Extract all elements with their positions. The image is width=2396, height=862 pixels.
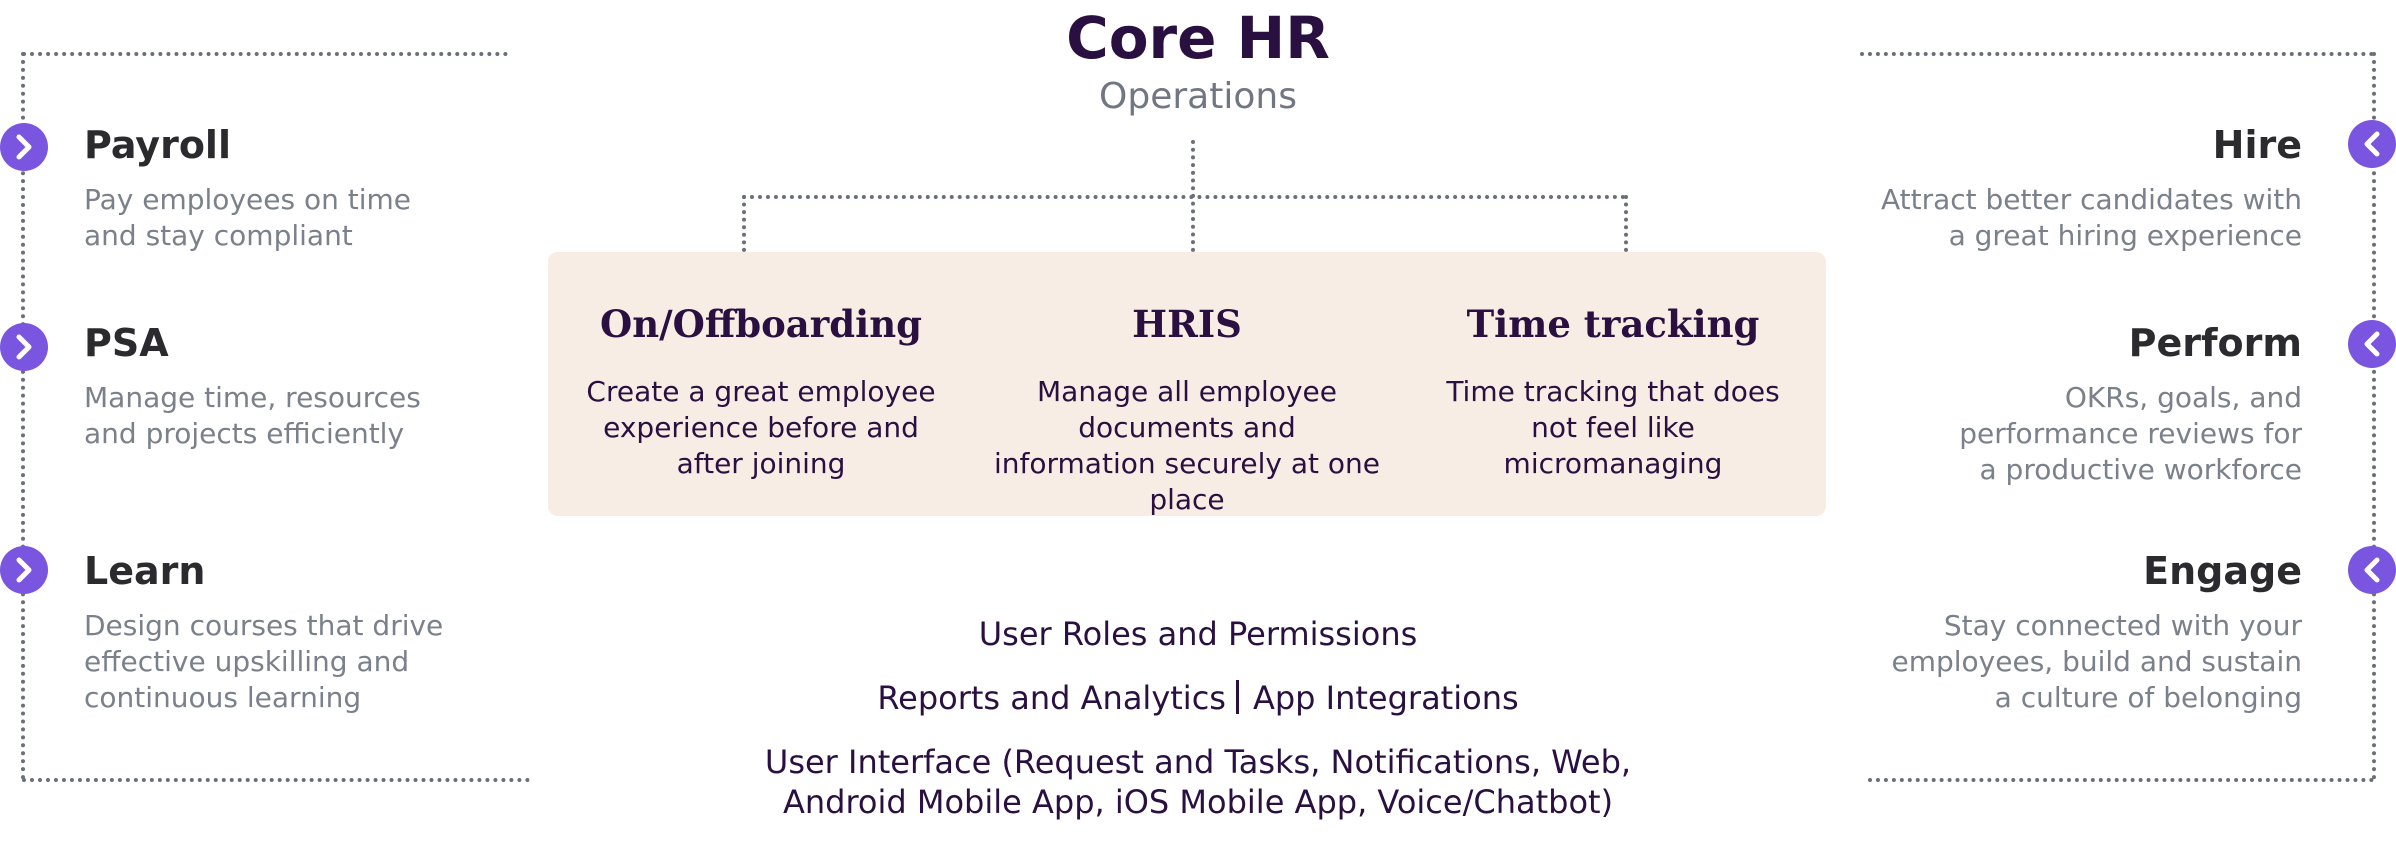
core-module-description: Manage all employee documents and inform…	[994, 375, 1380, 516]
module-desc-perform: OKRs, goals, and performance reviews for…	[1959, 380, 2302, 488]
desc-line: a productive workforce	[1979, 453, 2303, 486]
right-bracket-bottom	[1868, 778, 2374, 782]
connector-onboarding	[742, 195, 746, 252]
module-title-hire: Hire	[2212, 123, 2302, 167]
chevron-left-icon	[2364, 331, 2380, 357]
module-desc-hire: Attract better candidates with a great h…	[1881, 182, 2302, 254]
desc-line: effective upskilling and	[84, 645, 410, 678]
module-desc-psa: Manage time, resources and projects effi…	[84, 380, 421, 452]
learn-arrow-button[interactable]	[0, 546, 48, 594]
core-module-title: On/Offboarding	[600, 302, 922, 346]
header-connector-horizontal	[742, 195, 1626, 199]
desc-line: performance reviews for	[1959, 417, 2302, 450]
desc-line: employees, build and sustain	[1891, 645, 2302, 678]
desc-line: Attract better candidates with	[1880, 183, 2302, 216]
desc-line: Design courses that drive	[84, 609, 444, 642]
module-desc-payroll: Pay employees on time and stay compliant	[84, 182, 411, 254]
core-module-description: Create a great employee experience befor…	[586, 375, 936, 480]
core-hr-subtitle: Operations	[1099, 76, 1297, 117]
module-title-perform: Perform	[2128, 321, 2302, 365]
left-bracket-bottom	[22, 778, 530, 782]
desc-line: a great hiring experience	[1948, 219, 2302, 252]
right-bracket-side	[2372, 52, 2376, 780]
hire-arrow-button[interactable]	[2348, 120, 2396, 168]
chevron-right-icon	[16, 557, 32, 583]
chevron-left-icon	[2364, 557, 2380, 583]
payroll-arrow-button[interactable]	[0, 123, 48, 171]
chevron-right-icon	[16, 134, 32, 160]
desc-line: a culture of belonging	[1994, 681, 2302, 714]
connector-time-tracking	[1624, 195, 1628, 252]
module-title-psa: PSA	[84, 321, 169, 365]
core-hr-title: Core HR	[1066, 4, 1330, 72]
core-module-time-tracking: Time tracking Time tracking that does no…	[1400, 298, 1826, 482]
module-desc-learn: Design courses that drive effective upsk…	[84, 608, 443, 716]
core-module-title: HRIS	[1132, 302, 1242, 346]
module-title-payroll: Payroll	[84, 123, 231, 167]
module-title-engage: Engage	[2143, 549, 2302, 593]
platform-roles: User Roles and Permissions	[978, 615, 1418, 653]
right-bracket-top	[1860, 52, 2374, 56]
engage-arrow-button[interactable]	[2348, 546, 2396, 594]
chevron-right-icon	[16, 334, 32, 360]
platform-reports-integrations: Reports and Analytics App Integrations	[548, 678, 1848, 720]
core-module-description: Time tracking that does not feel like mi…	[1446, 375, 1780, 480]
core-module-title: Time tracking	[1466, 302, 1760, 346]
desc-line: Stay connected with your	[1943, 609, 2302, 642]
desc-line: and stay compliant	[84, 219, 353, 252]
core-modules-box: On/Offboarding Create a great employee e…	[548, 252, 1826, 516]
chevron-left-icon	[2364, 131, 2380, 157]
platform-integrations: App Integrations	[1252, 679, 1519, 717]
desc-line: OKRs, goals, and	[2064, 381, 2302, 414]
platform-reports: Reports and Analytics	[877, 679, 1226, 717]
pipe-divider	[1235, 680, 1239, 714]
perform-arrow-button[interactable]	[2348, 320, 2396, 368]
desc-line: Manage time, resources	[84, 381, 421, 414]
left-bracket-side	[21, 52, 25, 780]
desc-line: and projects efficiently	[84, 417, 405, 450]
psa-arrow-button[interactable]	[0, 323, 48, 371]
platform-user-interface: User Interface (Request and Tasks, Notif…	[764, 743, 1632, 821]
desc-line: Pay employees on time	[84, 183, 411, 216]
module-desc-engage: Stay connected with your employees, buil…	[1891, 608, 2302, 716]
core-module-hris: HRIS Manage all employee documents and i…	[974, 298, 1400, 518]
module-title-learn: Learn	[84, 549, 206, 593]
desc-line: continuous learning	[84, 681, 362, 714]
left-bracket-top	[22, 52, 508, 56]
core-module-onboarding: On/Offboarding Create a great employee e…	[548, 298, 974, 482]
